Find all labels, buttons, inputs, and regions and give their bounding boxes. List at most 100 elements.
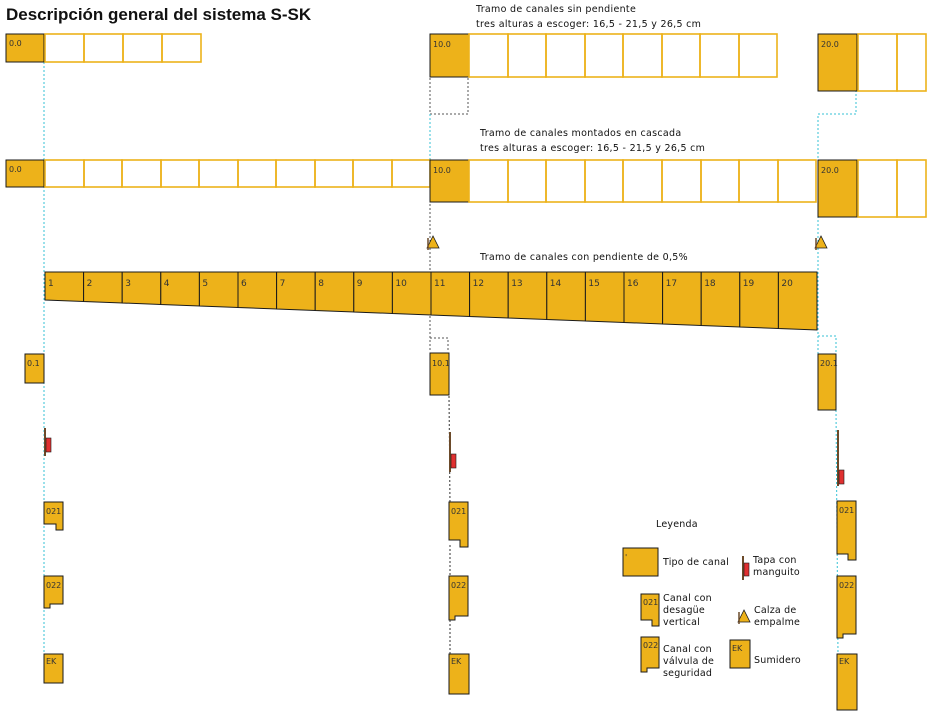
sloped-channel-label-14: 14 <box>550 279 562 289</box>
flat-run2-cell <box>468 33 509 78</box>
sloped-channel-label-3: 3 <box>125 279 131 289</box>
legend-channel-type-label: Tipo de canal <box>662 557 729 568</box>
legend-channel-swatch-mark: ' <box>625 553 627 562</box>
column-2-components: 10.1 021 022 EK <box>429 352 470 695</box>
casc-run1-cell <box>352 159 393 188</box>
cascade-outline-run-2 <box>468 159 817 203</box>
casc-run3-cell <box>896 159 927 218</box>
flat-run2-cell <box>545 33 586 78</box>
drain-channel-col3 <box>817 353 837 411</box>
casc-run2-cell <box>468 159 509 203</box>
valve-label-col2: 022 <box>451 581 466 590</box>
cascade-start-label-20: 20.0 <box>821 166 839 175</box>
flat-section: 0.0 10.0 20.0 <box>5 33 927 92</box>
outlet-channel-col2 <box>448 501 469 548</box>
joint-wedge-col3 <box>814 235 828 249</box>
guide-flat-20-box <box>817 90 857 160</box>
flat-outline-run-1 <box>44 33 202 63</box>
flat-run2-cell <box>622 33 663 78</box>
cascade-section-caption-2: tres alturas a escoger: 16,5 - 21,5 y 26… <box>480 143 705 154</box>
cascade-section-caption-1: Tramo de canales montados en cascada <box>479 128 681 139</box>
flat-run1-cell <box>44 33 85 63</box>
casc-run2-cell <box>738 159 779 203</box>
casc-run1-cell <box>121 159 162 188</box>
drain-label-col1: 0.1 <box>27 359 40 368</box>
flat-section-caption-1: Tramo de canales sin pendiente <box>475 4 636 15</box>
sloped-channel-5 <box>198 271 239 309</box>
legend-outlet-swatch <box>640 593 660 627</box>
flat-run1-cell <box>161 33 202 63</box>
casc-run2-cell <box>661 159 702 203</box>
sloped-channel-label-17: 17 <box>666 279 677 289</box>
drain-channel-col2 <box>429 352 450 396</box>
page-title: Descripción general del sistema S-SK <box>6 5 312 24</box>
flat-outline-run-2 <box>468 33 778 78</box>
sloped-channel-label-4: 4 <box>164 279 170 289</box>
drain-label-col2: 10.1 <box>432 359 450 368</box>
slope-section-caption: Tramo de canales con pendiente de 0,5% <box>479 252 688 263</box>
casc-run1-cell <box>160 159 200 188</box>
outlet-channel-col1 <box>43 501 64 531</box>
sump-label-col1: EK <box>46 657 57 666</box>
cascade-section: 0.0 10.0 20.0 <box>5 159 927 250</box>
legend-channel-swatch <box>622 547 659 577</box>
legend-end-cap-label-2: manguito <box>753 567 800 578</box>
sloped-channel-label-1: 1 <box>48 279 54 289</box>
casc-run2-cell <box>777 159 817 203</box>
outlet-channel-col3 <box>836 500 857 561</box>
sloped-channel-label-20: 20 <box>781 279 793 289</box>
sloped-channel-8 <box>314 271 355 313</box>
cascade-outline-run-1 <box>44 159 431 188</box>
joint-wedge-col2 <box>426 235 440 249</box>
column-1-components: 0.1 021 022 EK <box>24 353 64 684</box>
flat-start-channel-0 <box>5 33 45 63</box>
casc-run2-cell <box>507 159 547 203</box>
flat-start-label-0: 0.0 <box>9 39 22 48</box>
sump-col2 <box>448 653 470 695</box>
legend: Leyenda ' Tipo de canal Tapa con manguit… <box>622 519 801 679</box>
legend-outlet-label-1: Canal con <box>663 593 712 604</box>
sump-label-col2: EK <box>451 657 462 666</box>
legend-outlet-label-3: vertical <box>663 617 700 628</box>
flat-run2-cell <box>507 33 547 78</box>
guide-flat-10-box <box>429 78 469 115</box>
casc-run3-cell <box>857 159 898 218</box>
column-3-components: 20.1 021 022 EK <box>817 353 858 711</box>
outlet-label-col2: 021 <box>451 507 466 516</box>
guide-col2-jog <box>430 337 449 352</box>
legend-end-cap-label-1: Tapa con <box>752 555 797 566</box>
outlet-label-col3: 021 <box>839 506 854 515</box>
legend-valve-code: 022 <box>643 641 658 650</box>
sloped-channel-label-18: 18 <box>704 279 716 289</box>
flat-run3-cell <box>857 33 898 92</box>
flat-start-channel-10 <box>429 33 470 78</box>
casc-run2-cell <box>700 159 740 203</box>
flat-run2-cell <box>661 33 701 78</box>
valve-label-col1: 022 <box>46 581 61 590</box>
sloped-channel-4 <box>160 271 200 307</box>
casc-run1-cell <box>198 159 239 188</box>
casc-run1-cell <box>83 159 123 188</box>
casc-run2-cell <box>545 159 586 203</box>
end-cap-sleeve-col1 <box>45 437 52 453</box>
sloped-channel-label-9: 9 <box>357 279 363 289</box>
end-cap-sleeve-col3 <box>838 469 845 485</box>
flat-run1-cell <box>122 33 163 63</box>
flat-start-label-10: 10.0 <box>433 40 451 49</box>
cascade-start-label-0: 0.0 <box>9 165 22 174</box>
sloped-channel-label-11: 11 <box>434 279 445 289</box>
cascade-outline-run-3 <box>857 159 927 218</box>
casc-run1-cell <box>237 159 277 188</box>
sloped-channel-label-8: 8 <box>318 279 324 289</box>
flat-run2-cell <box>699 33 740 78</box>
cascade-start-channel-20 <box>817 159 858 218</box>
sump-label-col3: EK <box>839 657 850 666</box>
flat-run2-cell <box>584 33 624 78</box>
legend-title: Leyenda <box>656 519 698 530</box>
sloped-channel-label-5: 5 <box>202 279 208 289</box>
legend-joint-wedge <box>737 609 751 623</box>
sloped-channel-label-7: 7 <box>280 279 286 289</box>
legend-sump-label: Sumidero <box>754 655 801 666</box>
